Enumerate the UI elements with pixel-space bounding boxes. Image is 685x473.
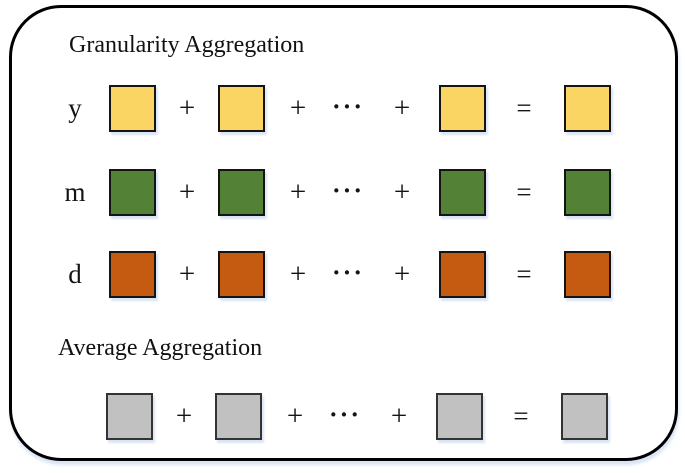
year-term-square-n [439, 85, 486, 132]
month-result-square [564, 169, 611, 216]
plus-operator: + [393, 258, 411, 290]
plus-operator: + [289, 258, 307, 290]
plus-operator: + [390, 400, 408, 432]
plus-operator: + [286, 400, 304, 432]
equals-operator: = [513, 401, 529, 431]
day-term-square-1 [109, 251, 156, 298]
aggregation-panel: Granularity Aggregation y + + ··· + = m … [9, 5, 678, 461]
plus-operator: + [178, 176, 196, 208]
average-term-square-n [436, 393, 483, 440]
plus-operator: + [289, 176, 307, 208]
granularity-row-d: d + + ··· + = [12, 251, 685, 298]
ellipsis-dots: ··· [331, 92, 364, 121]
year-term-square-1 [109, 85, 156, 132]
plus-operator: + [393, 92, 411, 124]
row-label-y: y [68, 93, 82, 123]
year-term-square-2 [218, 85, 265, 132]
day-term-square-2 [218, 251, 265, 298]
row-label-d: d [68, 259, 82, 289]
equals-operator: = [516, 177, 532, 207]
average-term-square-1 [106, 393, 153, 440]
average-row: + + ··· + = [9, 393, 685, 440]
month-term-square-1 [109, 169, 156, 216]
ellipsis-dots: ··· [331, 176, 364, 205]
average-result-square [561, 393, 608, 440]
average-term-square-2 [215, 393, 262, 440]
granularity-aggregation-title: Granularity Aggregation [69, 32, 305, 58]
plus-operator: + [393, 176, 411, 208]
equals-operator: = [516, 259, 532, 289]
month-term-square-n [439, 169, 486, 216]
day-term-square-n [439, 251, 486, 298]
month-term-square-2 [218, 169, 265, 216]
granularity-row-m: m + + ··· + = [12, 169, 685, 216]
plus-operator: + [178, 258, 196, 290]
average-aggregation-title: Average Aggregation [58, 335, 263, 361]
row-label-m: m [64, 177, 86, 207]
ellipsis-dots: ··· [328, 400, 361, 429]
day-result-square [564, 251, 611, 298]
ellipsis-dots: ··· [331, 258, 364, 287]
granularity-row-y: y + + ··· + = [12, 85, 685, 132]
plus-operator: + [289, 92, 307, 124]
plus-operator: + [178, 92, 196, 124]
equals-operator: = [516, 93, 532, 123]
year-result-square [564, 85, 611, 132]
plus-operator: + [175, 400, 193, 432]
